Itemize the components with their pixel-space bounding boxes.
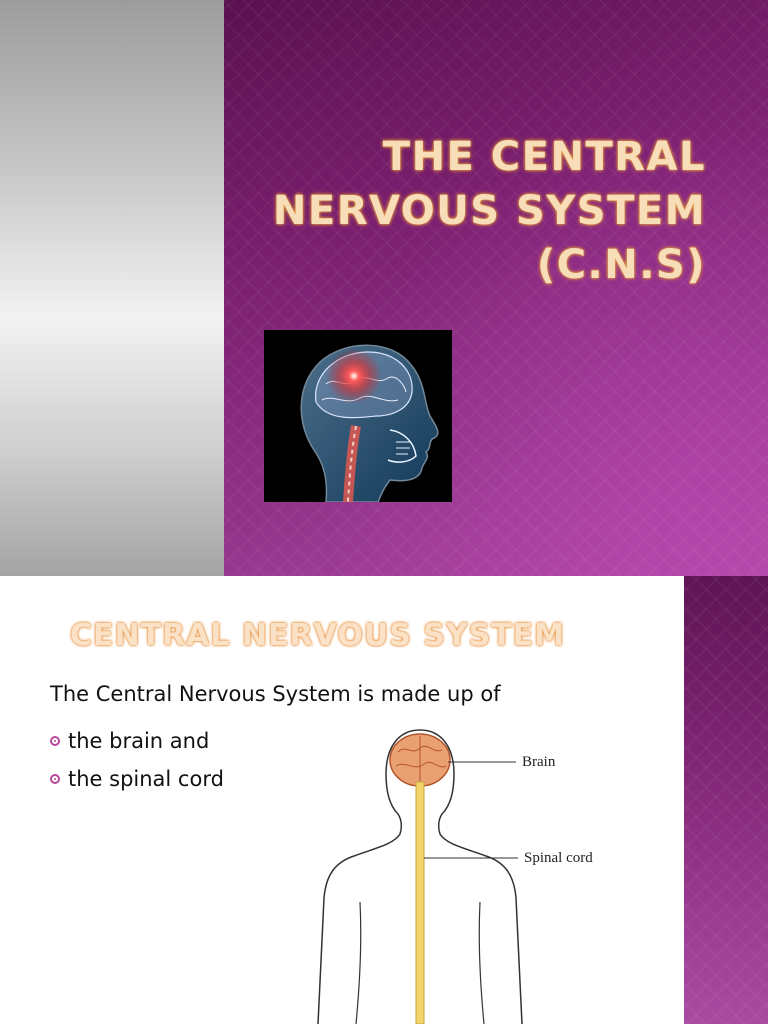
purple-side-strip [684, 576, 768, 1024]
brain-label: Brain [522, 754, 556, 770]
title-line-3: (C.N.S) [536, 242, 706, 288]
xray-head-brain-image [264, 330, 452, 503]
bullet-list: the brain and the spinal cord [50, 722, 224, 798]
target-bullet-icon [50, 774, 60, 784]
spinal-cord-label: Spinal cord [524, 850, 593, 866]
title-line-1: THE CENTRAL [382, 134, 706, 180]
slide-title: THE CENTRAL NERVOUS SYSTEM (C.N.S) [273, 130, 706, 292]
title-line-2: NERVOUS SYSTEM [272, 188, 706, 234]
bullet-text: the spinal cord [68, 767, 224, 791]
grey-gradient-panel [0, 0, 224, 576]
bullet-text: the brain and [68, 729, 210, 753]
slide-heading: CENTRAL NERVOUS SYSTEM [70, 618, 566, 653]
intro-text: The Central Nervous System is made up of [50, 682, 501, 706]
content-slide: CENTRAL NERVOUS SYSTEM The Central Nervo… [0, 576, 768, 1024]
title-slide: THE CENTRAL NERVOUS SYSTEM (C.N.S) [0, 0, 768, 576]
list-item: the brain and [50, 722, 224, 760]
target-bullet-icon [50, 736, 60, 746]
list-item: the spinal cord [50, 760, 224, 798]
cns-body-diagram: Brain Spinal cord [316, 722, 616, 1024]
